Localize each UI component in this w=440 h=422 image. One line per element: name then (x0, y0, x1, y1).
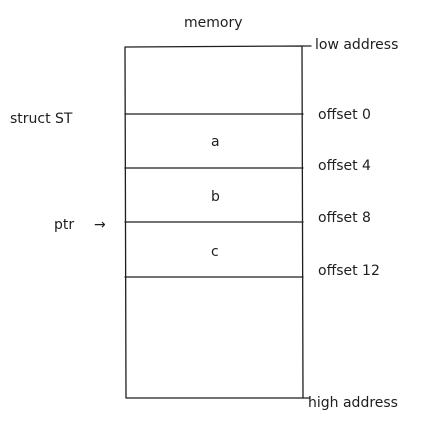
struct-label: struct ST (10, 111, 73, 127)
field-c-name: c (211, 244, 219, 260)
pointer-arrow-icon: → (94, 217, 106, 233)
offset-8-label: offset 8 (318, 210, 371, 226)
offset-12-label: offset 12 (318, 263, 380, 279)
field-a-name: a (211, 134, 220, 150)
pointer-label: ptr (54, 217, 74, 233)
low-address-label: low address (315, 37, 398, 53)
offset-0-label: offset 0 (318, 107, 371, 123)
field-b-name: b (211, 189, 220, 205)
offset-4-label: offset 4 (318, 158, 371, 174)
memory-title: memory (184, 15, 243, 31)
high-address-label: high address (308, 395, 398, 411)
